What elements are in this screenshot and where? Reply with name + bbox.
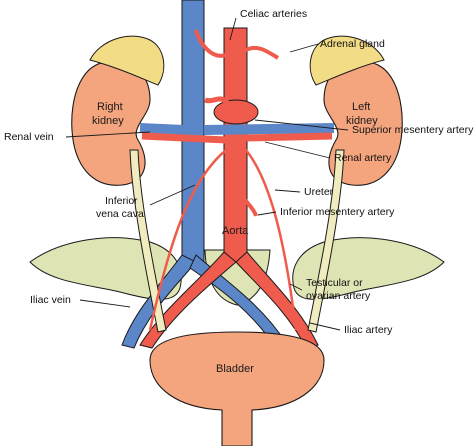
bladder bbox=[149, 331, 325, 446]
leader-renal-artery bbox=[264, 141, 331, 159]
leader-renal-vein bbox=[65, 131, 151, 138]
renal-artery-left bbox=[245, 132, 333, 142]
renal-vein-right bbox=[139, 123, 185, 135]
label-right-kidney-1: Right bbox=[97, 101, 123, 113]
inferior-mesentery-artery-branch bbox=[243, 198, 258, 217]
label-inferior-vena-cava-2: vena cava bbox=[96, 208, 144, 220]
label-ureter: Ureter bbox=[304, 186, 334, 198]
label-celiac-arteries: Celiac arteries bbox=[240, 8, 307, 20]
celiac-artery-branch-2 bbox=[245, 45, 280, 60]
leader-ureter bbox=[274, 189, 301, 193]
label-aorta: Aorta bbox=[222, 225, 249, 237]
leader-testicular bbox=[289, 283, 303, 291]
leader-iliac-artery bbox=[309, 322, 341, 331]
label-left-kidney-2: kidney bbox=[346, 115, 378, 127]
label-left-kidney-1: Left bbox=[352, 101, 370, 113]
label-testicular-1: Testicular or bbox=[306, 277, 363, 289]
label-iliac-vein: Iliac vein bbox=[30, 294, 71, 306]
leader-inferior-mesentery bbox=[257, 211, 277, 216]
label-renal-vein: Renal vein bbox=[4, 131, 54, 143]
label-testicular-2: ovarian artery bbox=[306, 290, 371, 302]
label-inferior-mesentery-artery: Inferior mesentery artery bbox=[280, 206, 395, 218]
ureter-left bbox=[307, 149, 345, 333]
testicular-artery-left bbox=[245, 149, 298, 331]
label-renal-artery: Renal artery bbox=[334, 152, 392, 164]
leader-inferior-vena-cava bbox=[149, 184, 196, 206]
label-inferior-vena-cava-1: Inferior bbox=[105, 195, 138, 207]
leader-superior-mesentery bbox=[254, 119, 349, 131]
leader-adrenal bbox=[289, 43, 319, 53]
ureter-right bbox=[129, 149, 167, 333]
leader-iliac-vein bbox=[79, 299, 131, 308]
label-adrenal-gland: Adrenal gland bbox=[320, 38, 385, 50]
superior-mesenteric-branch bbox=[204, 96, 235, 112]
label-superior-mesentery-artery: Superior mesentery artery bbox=[352, 124, 474, 136]
celiac-trunk bbox=[213, 99, 259, 125]
label-iliac-artery: Iliac artery bbox=[344, 324, 393, 336]
celiac-artery-branch bbox=[194, 29, 227, 58]
right-adrenal-gland bbox=[89, 35, 165, 86]
renal-vein-left bbox=[203, 123, 335, 135]
left-adrenal-gland bbox=[309, 35, 385, 86]
leader-celiac bbox=[229, 17, 237, 41]
renal-artery-right bbox=[141, 132, 227, 144]
label-right-kidney-2: kidney bbox=[92, 115, 124, 127]
label-bladder: Bladder bbox=[216, 363, 254, 375]
testicular-artery-right bbox=[148, 149, 227, 331]
